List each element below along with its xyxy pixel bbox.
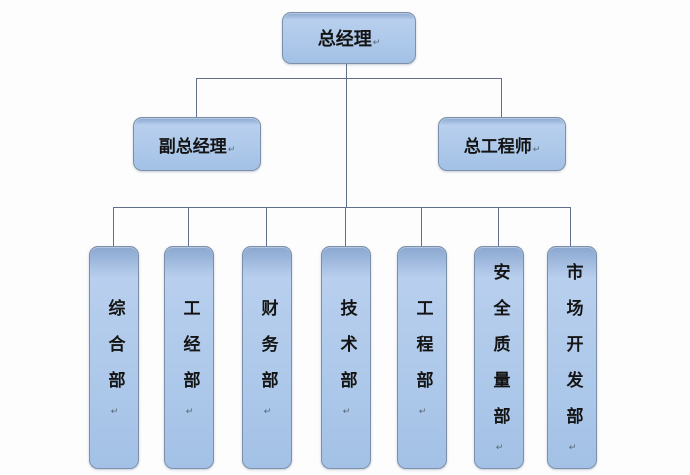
paragraph-mark-icon: ↵ — [227, 144, 236, 155]
node-label: 副总经理↵ — [158, 136, 236, 157]
dept-label: 工经部↵ — [179, 298, 200, 417]
paragraph-mark-icon: ↵ — [372, 38, 381, 48]
paragraph-mark-icon: ↵ — [341, 406, 352, 417]
dept-box-engineering: 工程部↵ — [397, 246, 447, 469]
connector-deputy-drop — [196, 78, 197, 117]
connector-dept7-drop — [570, 207, 571, 246]
node-label: 总工程师↵ — [463, 136, 541, 157]
paragraph-mark-icon: ↵ — [494, 442, 505, 453]
paragraph-mark-icon: ↵ — [109, 406, 120, 417]
dept-label: 综合部↵ — [104, 298, 125, 417]
dept-label: 工程部↵ — [412, 298, 433, 417]
node-label: 总经理↵ — [317, 29, 381, 50]
connector-dept3-drop — [266, 207, 267, 246]
connector-dept6-drop — [498, 207, 499, 246]
dept-label: 技术部↵ — [336, 298, 357, 417]
node-chief-engineer: 总工程师↵ — [438, 117, 566, 171]
dept-box-engineering-economics: 工经部↵ — [164, 246, 214, 469]
dept-box-market-development: 市场开发部↵ — [547, 246, 597, 469]
node-general-manager: 总经理↵ — [282, 12, 416, 64]
dept-box-finance: 财务部↵ — [242, 246, 292, 469]
connector-chief-drop — [501, 78, 502, 117]
connector-dept2-drop — [188, 207, 189, 246]
paragraph-mark-icon: ↵ — [567, 442, 578, 453]
connector-dept4-drop — [345, 207, 346, 246]
paragraph-mark-icon: ↵ — [262, 406, 273, 417]
connector-dept5-drop — [421, 207, 422, 246]
dept-box-safety-quality: 安全质量部↵ — [474, 246, 524, 469]
paragraph-mark-icon: ↵ — [184, 406, 195, 417]
node-deputy-general-manager: 副总经理↵ — [133, 117, 261, 171]
connector-root-vertical — [346, 62, 347, 207]
connector-dept1-drop — [113, 207, 114, 246]
dept-box-comprehensive: 综合部↵ — [89, 246, 139, 469]
dept-box-technology: 技术部↵ — [321, 246, 371, 469]
paragraph-mark-icon: ↵ — [532, 144, 541, 155]
dept-label: 安全质量部↵ — [489, 262, 510, 453]
dept-label: 财务部↵ — [257, 298, 278, 417]
dept-label: 市场开发部↵ — [562, 262, 583, 453]
connector-level3-rail — [113, 207, 571, 208]
connector-level2-rail — [196, 78, 501, 79]
paragraph-mark-icon: ↵ — [417, 406, 428, 417]
